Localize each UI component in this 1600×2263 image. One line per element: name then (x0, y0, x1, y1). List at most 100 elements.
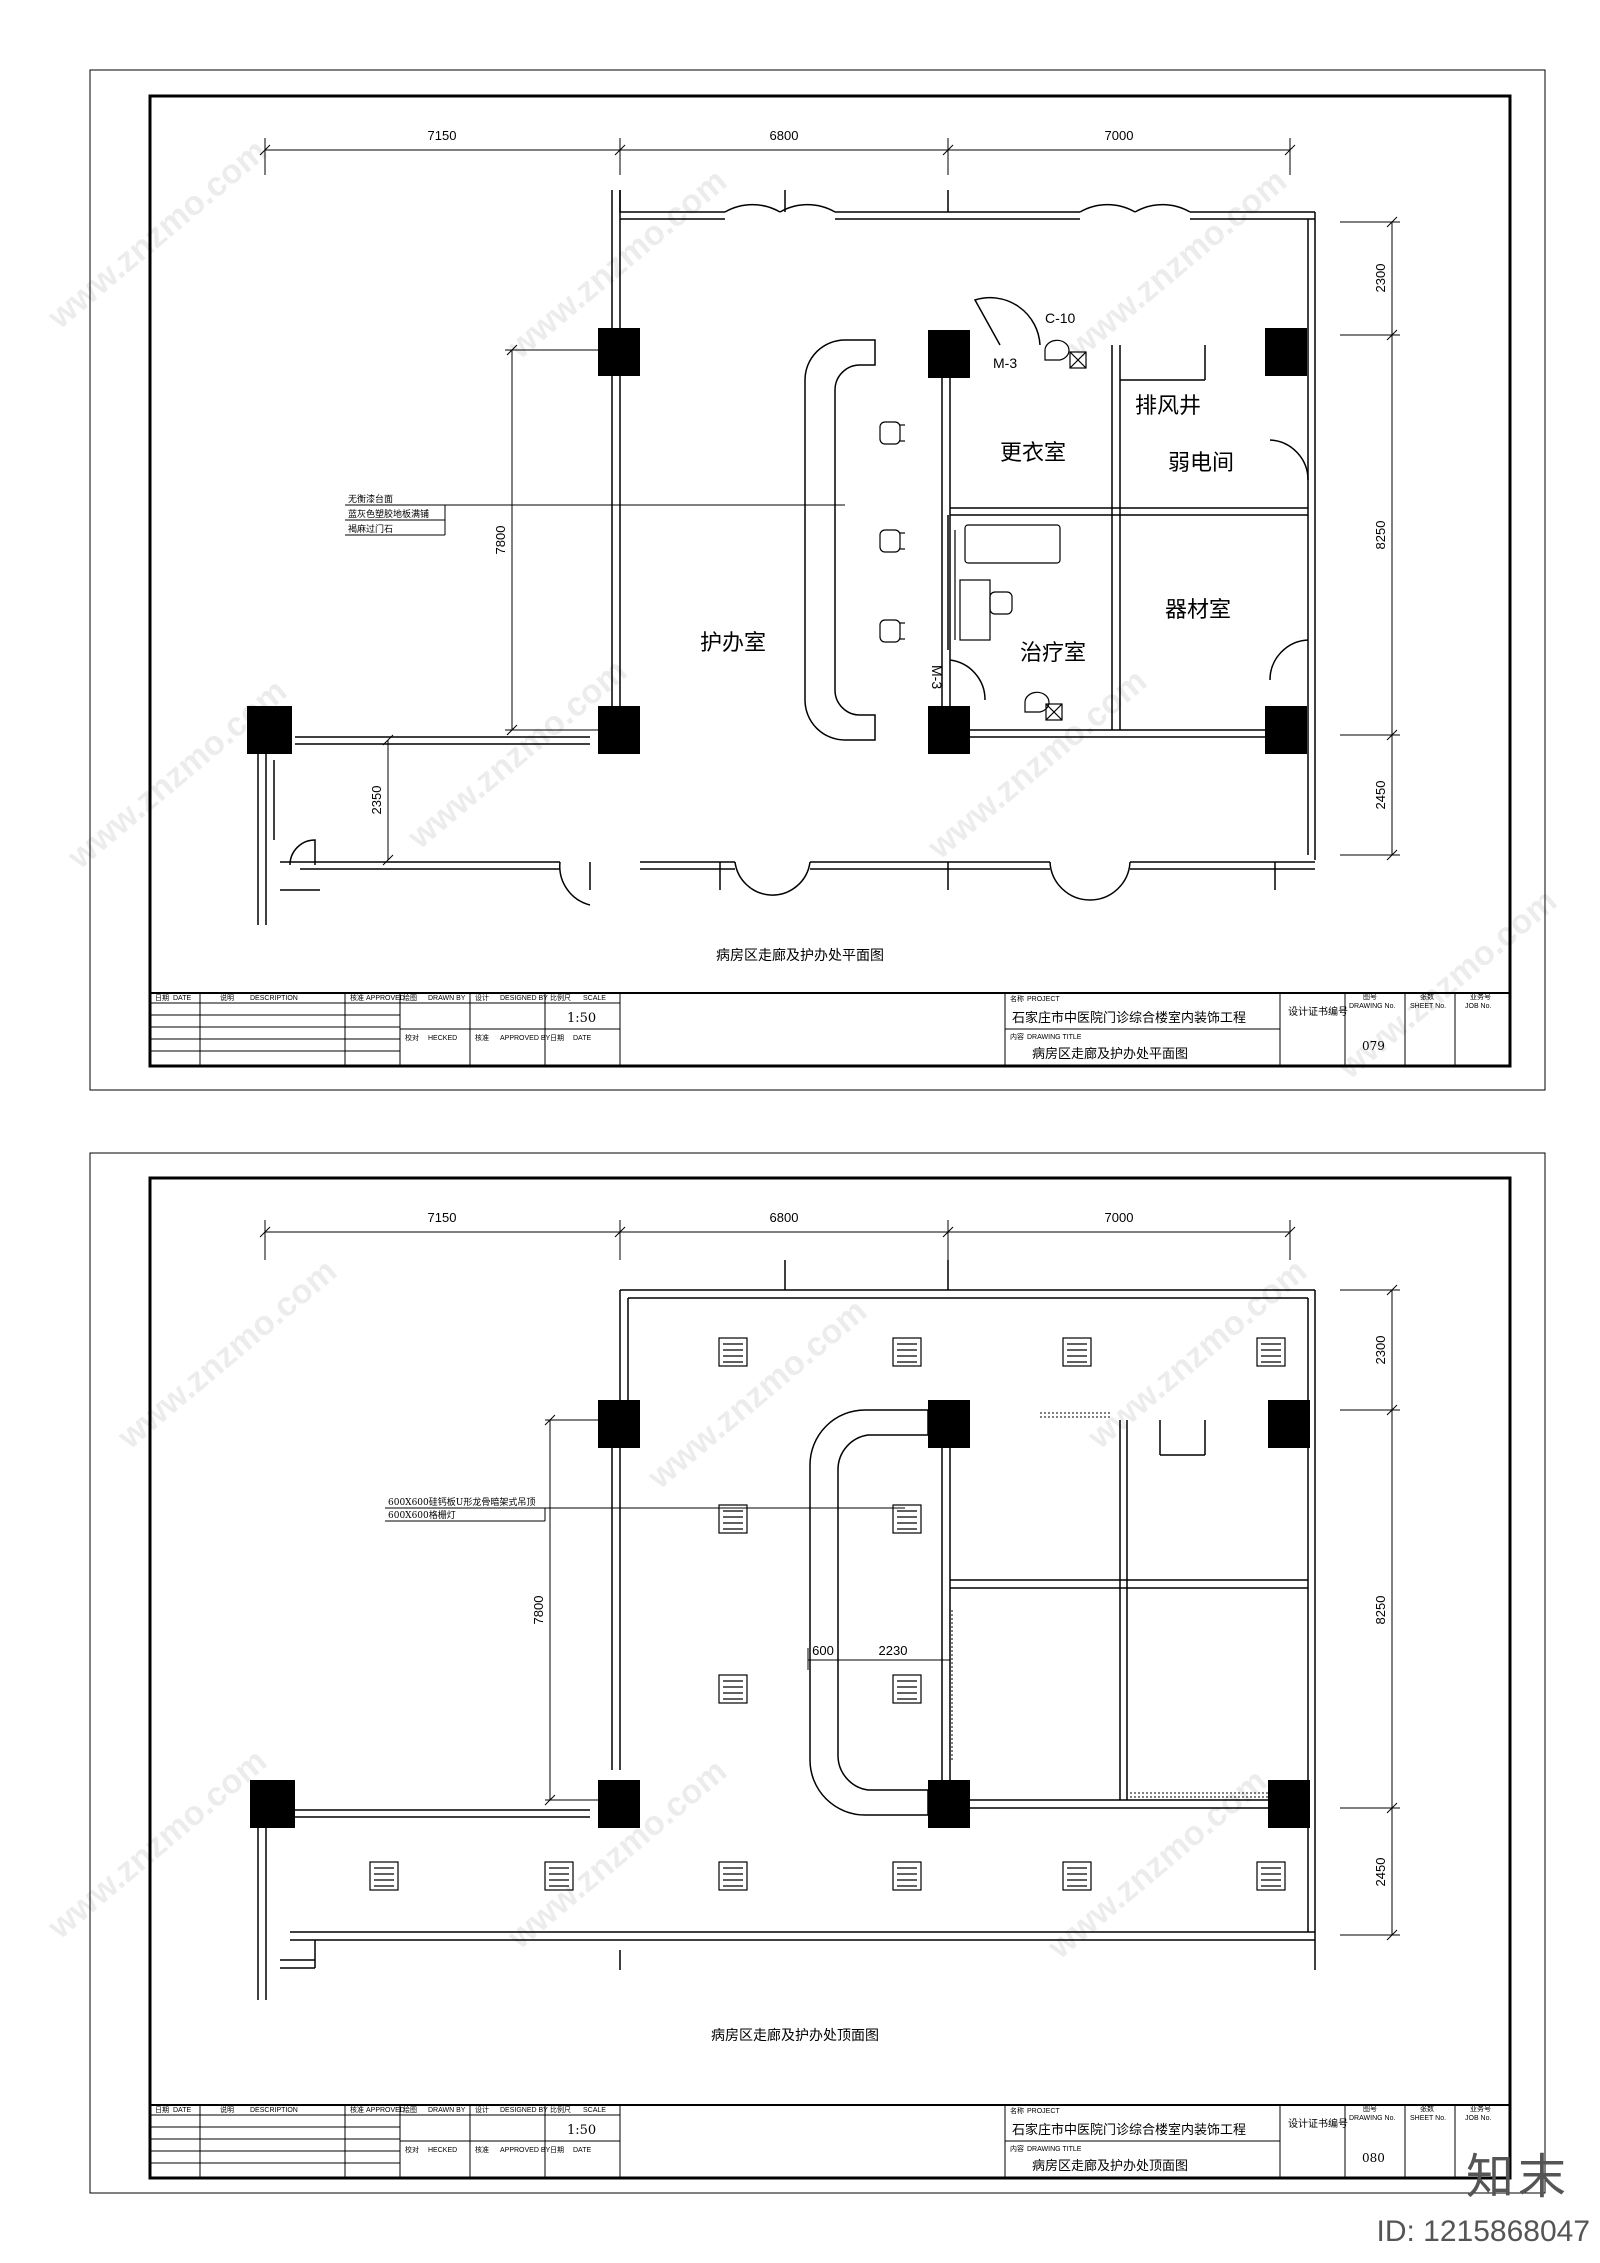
grille-light (369, 1861, 399, 1891)
tb-title-en: DRAWING TITLE (1027, 2146, 1082, 2153)
dim-right-1: 2300 (1373, 1336, 1388, 1365)
grille-light (718, 1337, 748, 1367)
outer-border (89, 69, 1546, 1091)
tb-sheet-no-cn: 张数 (1420, 2104, 1434, 2113)
window-hatching (951, 1412, 1270, 1798)
tb-approved2-cn: 核准 (475, 2145, 489, 2154)
dim-lower-left: 2350 (369, 786, 384, 815)
columns (247, 328, 1307, 754)
sheet-floor-plan: 7150 6800 7000 2300 8250 2450 7800 2350 (0, 0, 1600, 1130)
watermark: www.znzmo.com (60, 672, 294, 877)
note-3: 褐麻过门石 (348, 523, 393, 535)
tb-cert: 设计证书编号 (1288, 1005, 1348, 1018)
tb-scale-en: SCALE (583, 2107, 606, 2114)
tb-date-cn: 日期 (155, 2106, 169, 2114)
dim-right-2: 8250 (1373, 521, 1388, 550)
tb-approved-cn: 核准 (350, 993, 364, 1002)
watermark: www.znzmo.com (40, 1742, 274, 1947)
dim-top-3: 7000 (1105, 128, 1134, 143)
room-exhaust-shaft: 排风井 (1135, 394, 1201, 419)
dim-right-3: 2450 (1373, 1858, 1388, 1887)
tb-title-en: DRAWING TITLE (1027, 1034, 1082, 1041)
dim-right-3: 2450 (1373, 781, 1388, 810)
columns (250, 1400, 1310, 1828)
inner-border (148, 94, 1512, 1068)
tb-job-no-cn: 业务号 (1470, 992, 1491, 1001)
room-weak-current: 弱电间 (1168, 451, 1234, 476)
tb-scale-value: 1:50 (567, 2123, 596, 2138)
tb-drawn-cn: 绘图 (403, 2105, 417, 2114)
dim-inner-1: 600 (812, 1643, 834, 1658)
walls (257, 190, 1316, 925)
tb-designed-en: DESIGNED BY (500, 995, 548, 1002)
title-block (150, 2104, 1510, 2178)
tb-drawing-no: 080 (1362, 2151, 1385, 2165)
grille-light (892, 1674, 922, 1704)
tb-drawing-no-cn: 图号 (1363, 993, 1377, 1001)
nurse-counter (804, 339, 876, 741)
tb-title-cn: 内容 (1010, 1032, 1024, 1041)
site-logo: 知末 (1465, 2149, 1570, 2205)
tb-drawing-no-en: DRAWING No. (1349, 1003, 1395, 1010)
doors (289, 203, 1309, 906)
watermark: www.znzmo.com (1330, 882, 1564, 1087)
tb-checked-cn: 校对 (405, 1033, 419, 1042)
tb-drawing-no-cn: 图号 (1363, 2105, 1377, 2113)
tb-checked-cn: 校对 (405, 2145, 419, 2154)
dim-top-3: 7000 (1105, 1210, 1134, 1225)
tb-project-cn: 名称 (1010, 2106, 1024, 2115)
grille-light (1062, 1861, 1092, 1891)
grille-light (892, 1861, 922, 1891)
tb-sheet-no-cn: 张数 (1420, 992, 1434, 1001)
tag-m3-a: M-3 (993, 355, 1017, 371)
tb-drawing-no-en: DRAWING No. (1349, 2115, 1395, 2122)
tb-desc-en: DESCRIPTION (250, 2107, 298, 2114)
tb-scale-cn: 比例尺 (550, 993, 571, 1002)
tb-drawn-en: DRAWN BY (428, 995, 466, 1002)
grille-light (718, 1674, 748, 1704)
dim-left: 7800 (493, 526, 508, 555)
tb-drawing-no: 079 (1362, 1039, 1385, 1053)
tb-desc-cn: 说明 (220, 993, 234, 1002)
dim-inner-2: 2230 (879, 1643, 908, 1658)
notes-leader (345, 504, 845, 536)
dim-top-1: 7150 (428, 128, 457, 143)
top-dimensions (259, 138, 1296, 175)
tb-approved2-en: APPROVED BY (500, 2147, 551, 2154)
tb-project-en: PROJECT (1027, 2108, 1060, 2115)
dim-top-2: 6800 (770, 1210, 799, 1225)
tb-drawing-title: 病房区走廊及护办处顶面图 (1032, 2158, 1188, 2174)
tb-checked-en: HECKED (428, 1035, 457, 1042)
left-dimension (544, 1414, 600, 1806)
tb-scale-value: 1:50 (567, 1011, 596, 1026)
tb-designed-cn: 设计 (475, 993, 489, 1002)
grille-light (892, 1337, 922, 1367)
tb-date-en: DATE (173, 995, 191, 1002)
note-1: 无衡漆台面 (348, 493, 393, 505)
outer-border (89, 1152, 1546, 2194)
tb-project-en: PROJECT (1027, 996, 1060, 1003)
right-dimensions (1340, 1284, 1400, 1941)
tag-c10: C-10 (1045, 310, 1076, 326)
tb-project-name: 石家庄市中医院门诊综合楼室内装饰工程 (1012, 2122, 1246, 2138)
note-1: 600X600硅钙板U形龙骨暗架式吊顶 (388, 1496, 535, 1508)
watermarks: www.znzmo.com www.znzmo.com www.znzmo.co… (40, 1252, 1314, 1967)
chairs (879, 421, 1013, 643)
tb-approved2-en: APPROVED BY (500, 1035, 551, 1042)
tb-project-name: 石家庄市中医院门诊综合楼室内装饰工程 (1012, 1010, 1246, 1026)
grille-light (1062, 1337, 1092, 1367)
tb-approved-en: APPROVED (366, 2107, 405, 2114)
grille-light (718, 1504, 748, 1534)
room-equipment: 器材室 (1165, 598, 1231, 623)
tb-checked-en: HECKED (428, 2147, 457, 2154)
tb-scale-cn: 比例尺 (550, 2105, 571, 2114)
tb-approved2-cn: 核准 (475, 1033, 489, 1042)
ceiling-soffit (809, 1409, 929, 1816)
watermark: www.znzmo.com (1060, 162, 1294, 367)
title-block (150, 992, 1510, 1066)
watermark: www.znzmo.com (40, 132, 274, 337)
room-nurse-office: 护办室 (700, 631, 766, 656)
tb-desc-cn: 说明 (220, 2105, 234, 2114)
image-id: ID: 1215868047 (1376, 2215, 1590, 2248)
tb-date2-en: DATE (573, 1035, 591, 1042)
